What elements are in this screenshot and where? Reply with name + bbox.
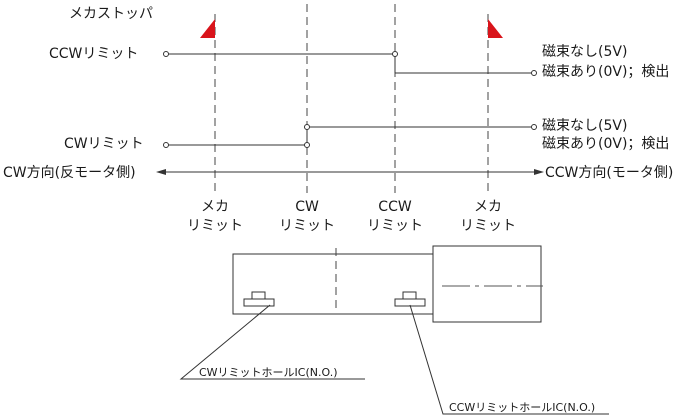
ccw-limit-bottom: リミット [367,218,423,234]
ccw-limit-label: CCWリミット [49,46,138,62]
ccw-hall-leader [409,304,609,415]
mecha-limit-right-top: メカ [474,199,502,215]
ccw-limit-top: CCW [378,199,412,215]
mecha-limit-left-top: メカ [201,199,229,215]
motor-block [432,245,542,323]
mecha-limit-left-bottom: リミット [187,218,243,234]
actuator-body [232,253,434,315]
cw-signal-start-dot [163,142,169,148]
mech-stopper-label: メカストッパ [69,6,153,22]
stopper-right-icon [488,19,503,38]
cw-signal-edge-dot-high [304,124,310,130]
cw-limit-top: CW [295,199,319,215]
ccw-hall-ic-label: CCWリミットホールIC(N.O.) [449,401,595,414]
ccw-hall-sensor-icon [394,291,426,307]
ccw-signal-edge-dot [392,51,398,57]
ccw-magnet-detect: 磁束あり(0V)；検出 [542,64,669,80]
cw-direction-label: CW方向(反モータ側) [3,165,136,181]
cw-limit-label: CWリミット [64,136,144,152]
arrow-left-icon [156,169,166,175]
cw-signal-edge-dot-low [304,142,310,148]
ccw-signal-end-dot [531,70,537,76]
ccw-magnet-none: 磁束なし(5V) [542,44,627,60]
cw-hall-leader [179,304,365,380]
stopper-left-icon [200,19,215,38]
cw-limit-bottom: リミット [279,218,335,234]
ccw-signal-start-dot [163,51,169,57]
ccw-direction-label: CCW方向(モータ側) [545,165,673,181]
cw-signal-end-dot [531,124,537,130]
mecha-limit-right-bottom: リミット [460,218,516,234]
cw-hall-sensor-icon [243,291,275,307]
arrow-right-icon [534,169,544,175]
cw-magnet-none: 磁束なし(5V) [542,118,627,134]
cw-magnet-detect: 磁束あり(0V)；検出 [542,136,669,152]
cw-hall-ic-label: CWリミットホールIC(N.O.) [199,366,338,379]
